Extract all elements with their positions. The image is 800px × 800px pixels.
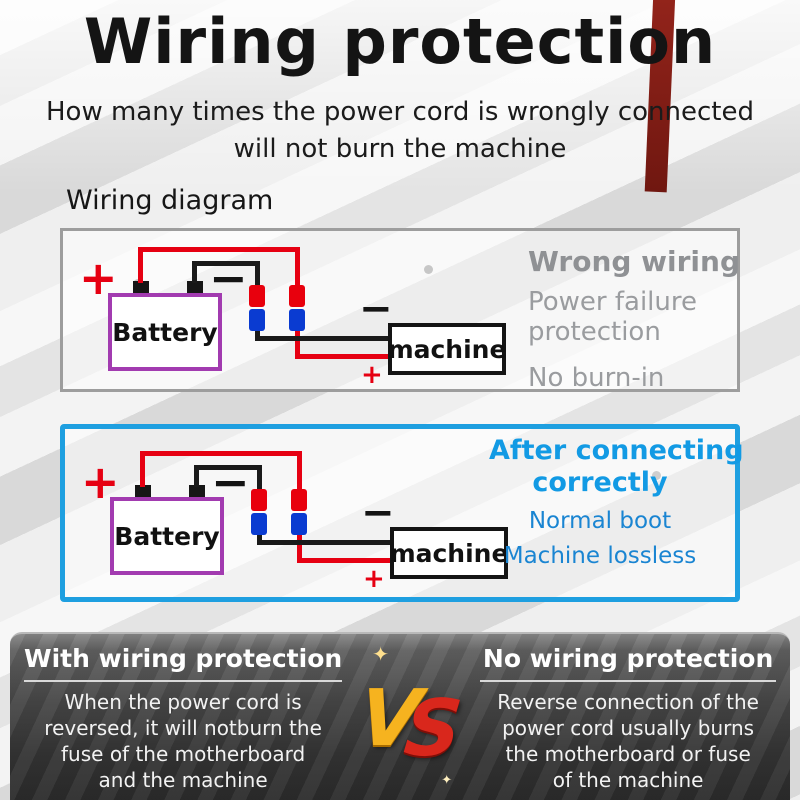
body-line: When the power cord is <box>64 690 302 714</box>
circuit-diagram: + − Battery − + machine <box>65 437 535 593</box>
machine-plus-label: + <box>363 564 385 594</box>
wiring-diagram-label: Wiring diagram <box>66 185 274 216</box>
battery-terminal <box>187 281 203 295</box>
black-wire-segment <box>194 465 262 470</box>
red-wire-segment <box>295 247 300 287</box>
body-line: the motherboard or fuse <box>505 742 751 766</box>
red-wire-segment <box>297 558 392 563</box>
body-line: Reverse connection of the <box>497 690 759 714</box>
red-wire-segment <box>295 329 300 359</box>
machine-minus-label: − <box>359 286 393 332</box>
connector-red <box>249 285 265 307</box>
red-wire-segment <box>140 451 145 487</box>
battery-box: Battery <box>110 497 224 575</box>
correct-wiring-heading: After connecting correctly <box>489 435 744 499</box>
vs-badge: ✦ V S ✦ <box>355 634 467 800</box>
black-wire-segment <box>257 540 392 545</box>
red-wire-segment <box>138 247 143 283</box>
machine-box: machine <box>388 323 506 375</box>
machine-text: machine <box>389 538 509 568</box>
subtitle-line1: How many times the power cord is wrongly… <box>45 97 755 127</box>
black-wire-segment <box>194 465 199 487</box>
correct-wiring-line: Normal boot <box>528 507 672 534</box>
black-wire-segment <box>192 261 197 283</box>
correct-heading-line1: After connecting <box>489 435 744 466</box>
machine-text: machine <box>387 334 507 364</box>
connector-blue <box>251 513 267 535</box>
red-wire-segment <box>297 451 302 491</box>
battery-terminal <box>189 485 205 499</box>
wrong-wiring-panel: + − Battery − + machine Wrong wiring Pow… <box>60 228 741 394</box>
wrong-wiring-text: Wrong wiring Power failure protection No… <box>528 245 741 394</box>
red-wire-segment <box>140 451 302 456</box>
correct-wiring-text: After connecting correctly Normal boot M… <box>489 435 744 569</box>
correct-heading-line2: correctly <box>532 466 668 498</box>
battery-text: Battery <box>114 521 220 551</box>
black-wire-segment <box>255 329 260 341</box>
wrong-wiring-line: Power failure protection <box>528 287 697 347</box>
wrong-wiring-line: No burn-in <box>528 362 665 393</box>
battery-terminal <box>133 281 149 295</box>
no-protection-column: No wiring protection Reverse connection … <box>466 634 790 800</box>
connector-red <box>251 489 267 511</box>
body-line: power cord usually burns <box>502 716 755 740</box>
connector-blue <box>249 309 265 331</box>
red-wire-segment <box>297 533 302 563</box>
machine-minus-label: − <box>361 490 395 536</box>
black-wire-segment <box>255 261 260 287</box>
body-line: reversed, it will notburn the <box>44 716 322 740</box>
subtitle-line2: will not burn the machine <box>233 134 567 164</box>
vs-letter-s: S <box>400 684 467 774</box>
black-wire-segment <box>257 465 262 491</box>
black-wire-segment <box>255 336 390 341</box>
battery-box: Battery <box>108 293 222 371</box>
circuit-diagram: + − Battery − + machine <box>63 233 533 389</box>
connector-red <box>289 285 305 307</box>
red-wire-segment <box>138 247 300 252</box>
no-protection-body: Reverse connection of the power cord usu… <box>474 689 782 793</box>
correct-wiring-panel: + − Battery − + machine After connecting… <box>60 424 744 602</box>
body-line: fuse of the motherboard <box>61 742 306 766</box>
with-protection-column: With wiring protection When the power co… <box>10 634 356 800</box>
black-wire-segment <box>192 261 260 266</box>
black-wire-segment <box>257 533 262 545</box>
with-protection-body: When the power cord is reversed, it will… <box>18 689 348 793</box>
wrong-wiring-heading: Wrong wiring <box>528 245 741 278</box>
machine-box: machine <box>390 527 508 579</box>
red-wire-segment <box>295 354 390 359</box>
sparkle-icon: ✦ <box>372 642 389 666</box>
no-protection-heading: No wiring protection <box>480 644 776 682</box>
body-line: and the machine <box>98 768 268 792</box>
connector-red <box>291 489 307 511</box>
connector-blue <box>291 513 307 535</box>
connector-blue <box>289 309 305 331</box>
page-title: Wiring protection <box>83 5 717 78</box>
comparison-section: With wiring protection When the power co… <box>10 632 790 800</box>
battery-terminal <box>135 485 151 499</box>
sparkle-icon: ✦ <box>441 773 453 788</box>
battery-text: Battery <box>112 317 218 347</box>
body-line: of the machine <box>552 768 704 792</box>
correct-wiring-line: Machine lossless <box>503 542 697 569</box>
machine-plus-label: + <box>361 360 383 390</box>
with-protection-heading: With wiring protection <box>24 644 343 682</box>
